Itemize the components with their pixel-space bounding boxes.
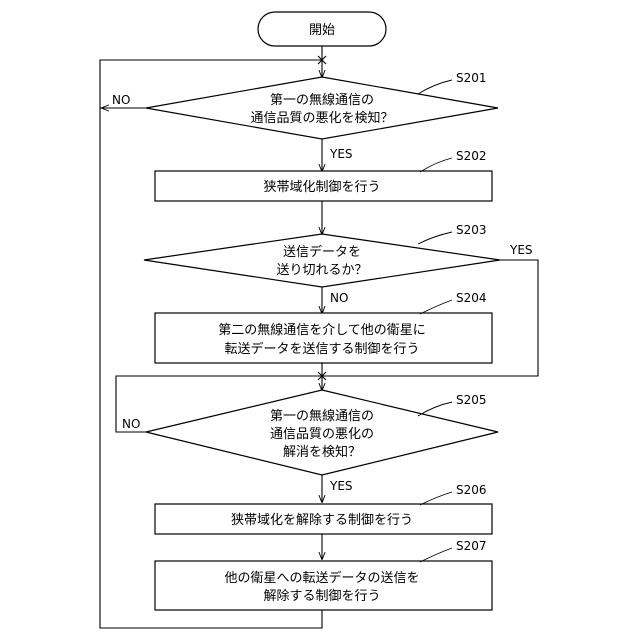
s205-yes-label: YES (329, 479, 353, 493)
s201-no-label: NO (112, 93, 130, 107)
decision-s205: 第一の無線通信の 通信品質の悪化の 解消を検知？ S205 NO YES (122, 390, 498, 493)
s205-step-label: S205 (456, 393, 487, 407)
s207-leader (420, 548, 452, 562)
s205-line-2: 通信品質の悪化の (270, 427, 374, 442)
s201-yes-label: YES (329, 147, 353, 161)
s207-line-1: 他の衛星への転送データの送信を (224, 570, 419, 586)
s201-leader (418, 80, 452, 94)
s203-step-label: S203 (456, 223, 487, 237)
s206-step-label: S206 (456, 483, 487, 497)
s202-line-1: 狭帯域化制御を行う (263, 180, 380, 195)
s203-leader (418, 232, 452, 244)
start-terminal: 開始 (258, 12, 386, 46)
s201-step-label: S201 (456, 71, 487, 85)
s202-leader (420, 158, 452, 172)
s207-line-2: 解除する制御を行う (263, 589, 380, 604)
process-s202: 狭帯域化制御を行う S202 (155, 149, 492, 201)
s206-leader (420, 492, 452, 505)
s204-step-label: S204 (456, 291, 487, 305)
s201-line-1: 第一の無線通信の (270, 92, 374, 108)
start-label: 開始 (309, 23, 335, 38)
s203-line-2: 送り切れるか？ (276, 263, 367, 278)
decision-s201: 第一の無線通信の 通信品質の悪化を検知？ S201 NO YES (112, 71, 498, 161)
s205-line-3: 解消を検知？ (283, 444, 361, 460)
process-s207: 他の衛星への転送データの送信を 解除する制御を行う S207 (155, 539, 492, 610)
s203-no-label: NO (330, 291, 348, 305)
s203-line-1: 送信データを (283, 244, 361, 260)
s202-step-label: S202 (456, 149, 487, 163)
process-s206: 狭帯域化を解除する制御を行う S206 (155, 483, 492, 534)
s205-no-label: NO (122, 417, 140, 431)
s204-line-1: 第二の無線通信を介して他の衛星に (218, 322, 426, 338)
s204-line-2: 転送データを送信する制御を行う (224, 341, 419, 357)
s206-line-1: 狭帯域化を解除する制御を行う (231, 513, 413, 528)
s201-line-2: 通信品質の悪化を検知？ (250, 110, 393, 126)
s207-step-label: S207 (456, 539, 487, 553)
process-s204: 第二の無線通信を介して他の衛星に 転送データを送信する制御を行う S204 (155, 291, 492, 363)
s203-yes-label: YES (509, 243, 533, 257)
s204-leader (420, 300, 452, 314)
s205-line-1: 第一の無線通信の (270, 408, 374, 424)
